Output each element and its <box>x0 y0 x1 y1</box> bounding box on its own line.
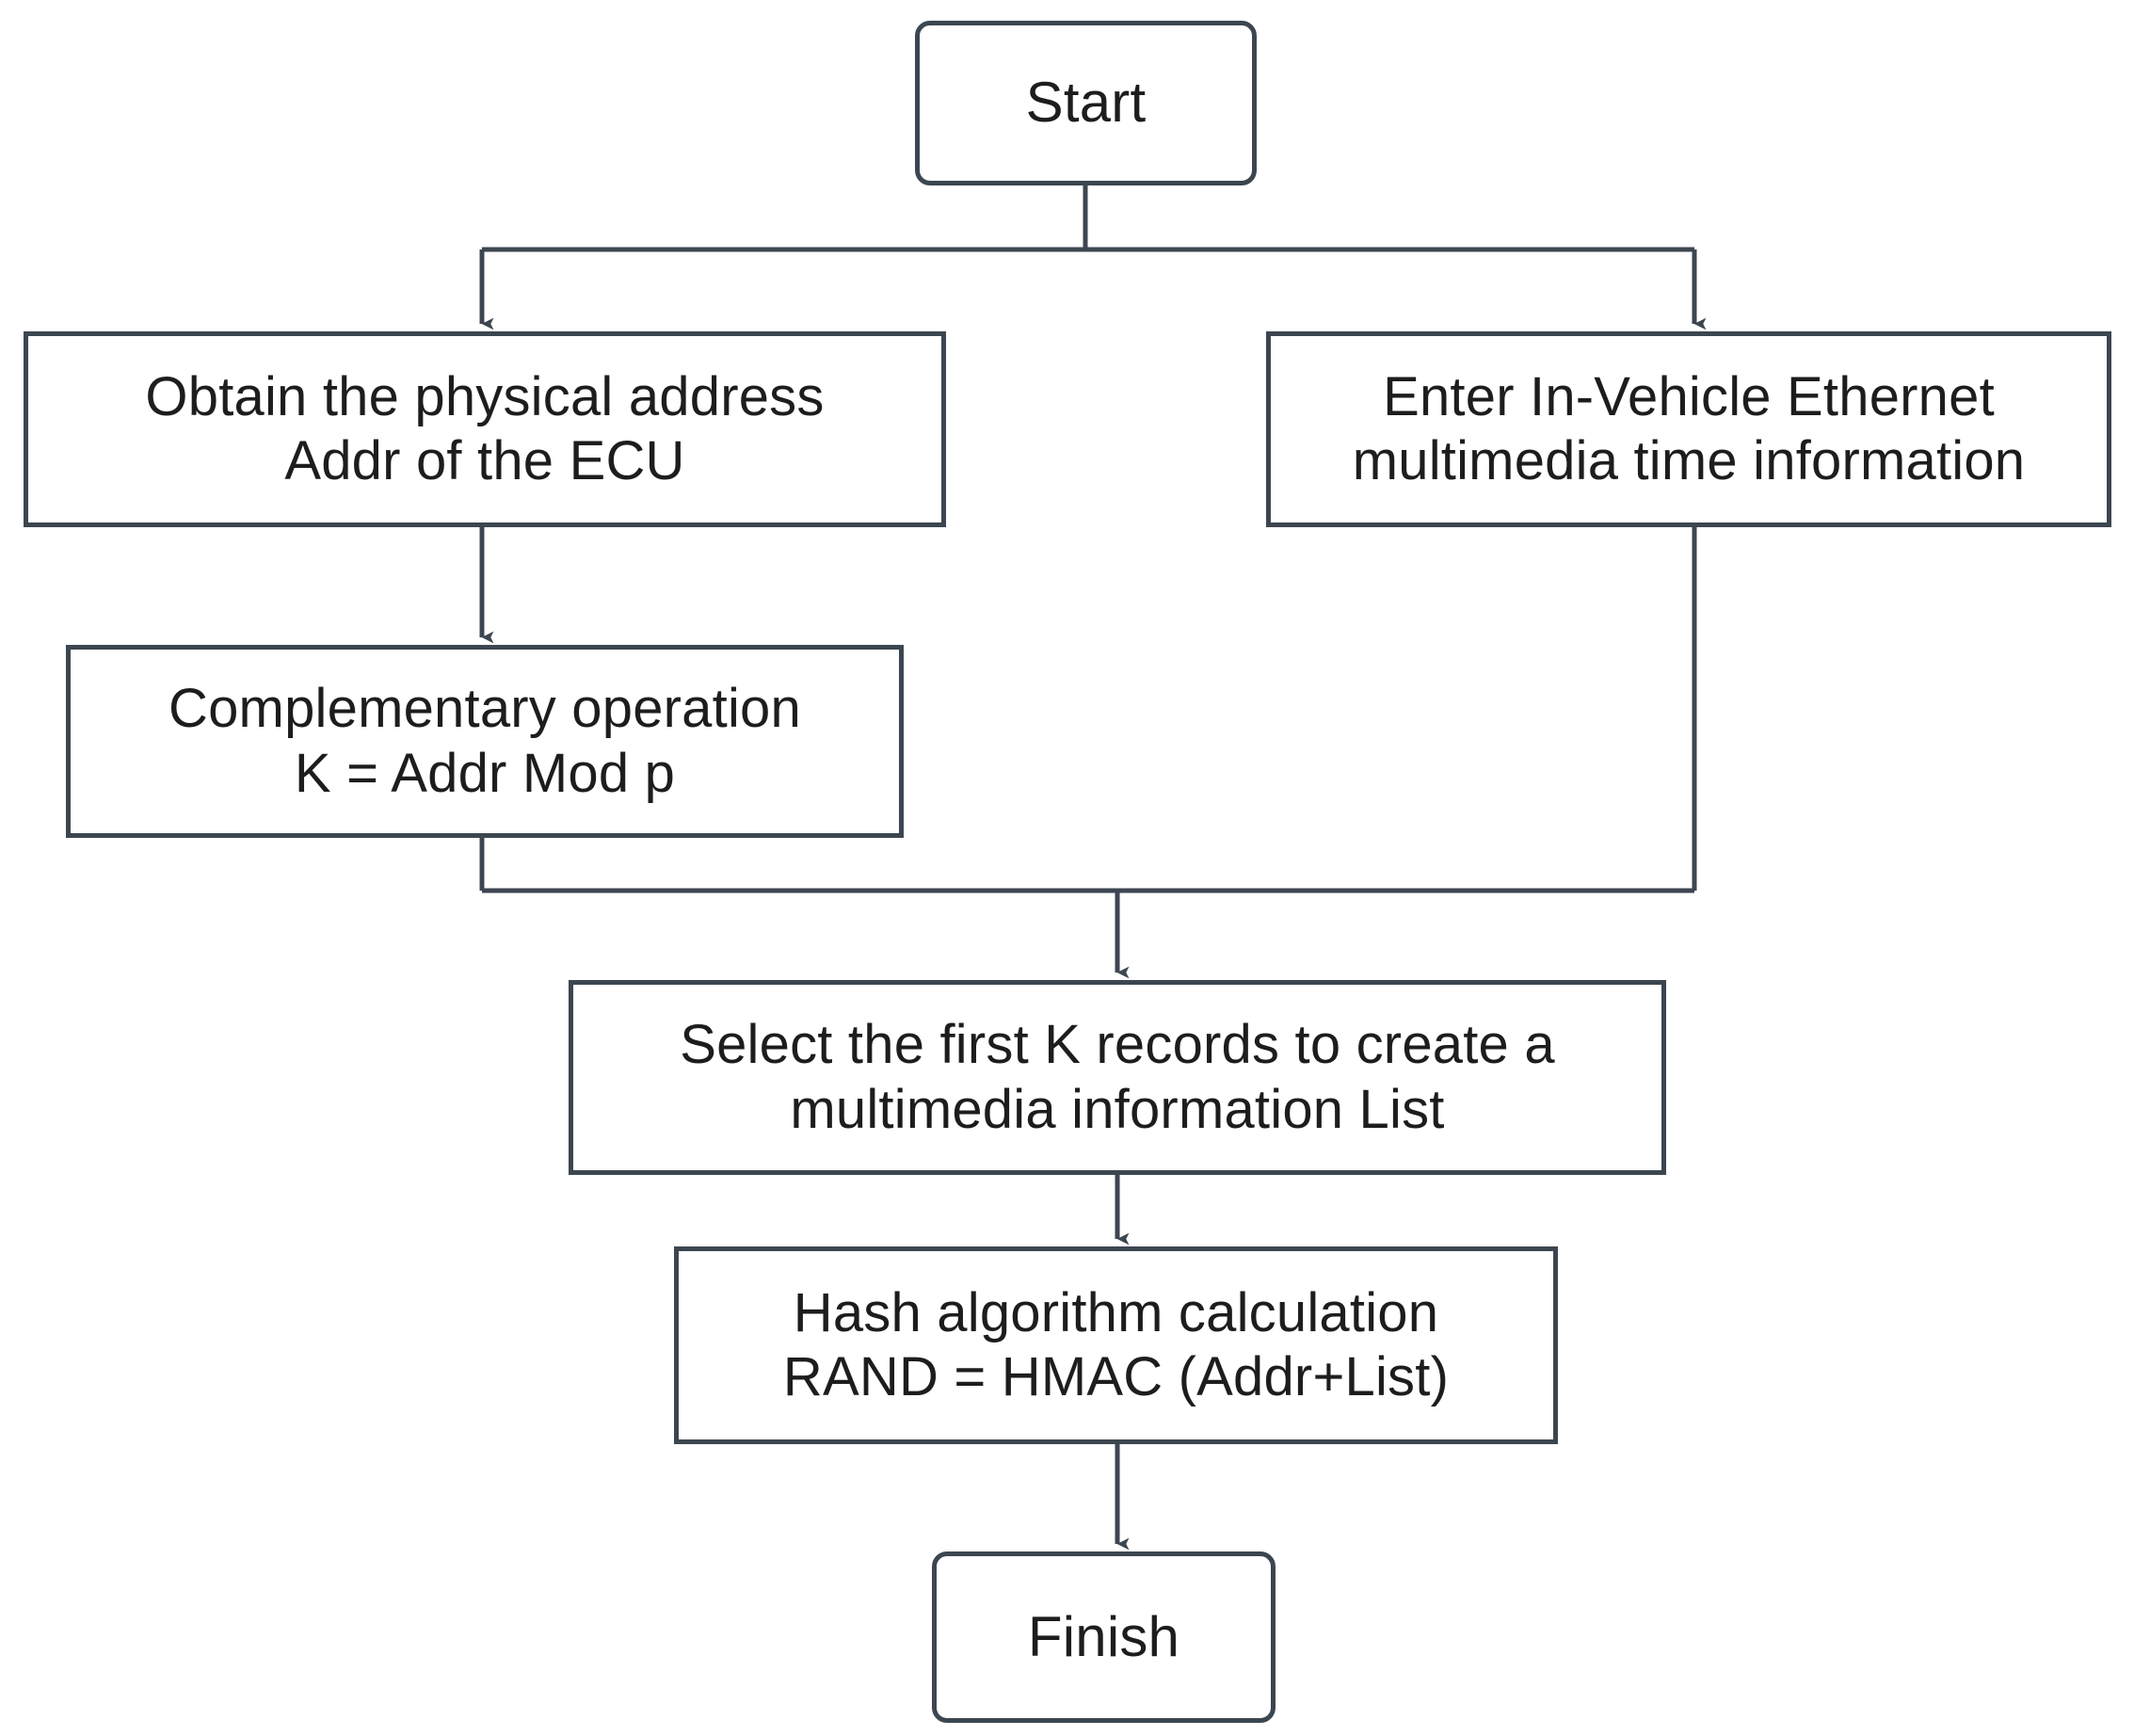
node-finish-label: Finish <box>1027 1604 1180 1668</box>
node-finish[interactable]: Finish <box>932 1551 1276 1723</box>
node-start-label: Start <box>1025 71 1147 135</box>
node-complementary-operation[interactable]: Complementary operation K = Addr Mod p <box>66 645 904 838</box>
node-obtain-physical-address-label: Obtain the physical address Addr of the … <box>145 365 825 491</box>
node-select-k-records-label: Select the first K records to create a m… <box>680 1014 1555 1140</box>
node-hash-calculation[interactable]: Hash algorithm calculation RAND = HMAC (… <box>674 1246 1558 1444</box>
node-hash-calculation-label: Hash algorithm calculation RAND = HMAC (… <box>782 1281 1450 1407</box>
node-start[interactable]: Start <box>915 21 1257 185</box>
node-enter-multimedia-time[interactable]: Enter In-Vehicle Ethernet multimedia tim… <box>1266 331 2111 527</box>
node-obtain-physical-address[interactable]: Obtain the physical address Addr of the … <box>24 331 946 527</box>
node-complementary-operation-label: Complementary operation K = Addr Mod p <box>168 678 801 804</box>
node-enter-multimedia-time-label: Enter In-Vehicle Ethernet multimedia tim… <box>1352 365 2026 491</box>
node-select-k-records[interactable]: Select the first K records to create a m… <box>569 980 1666 1175</box>
